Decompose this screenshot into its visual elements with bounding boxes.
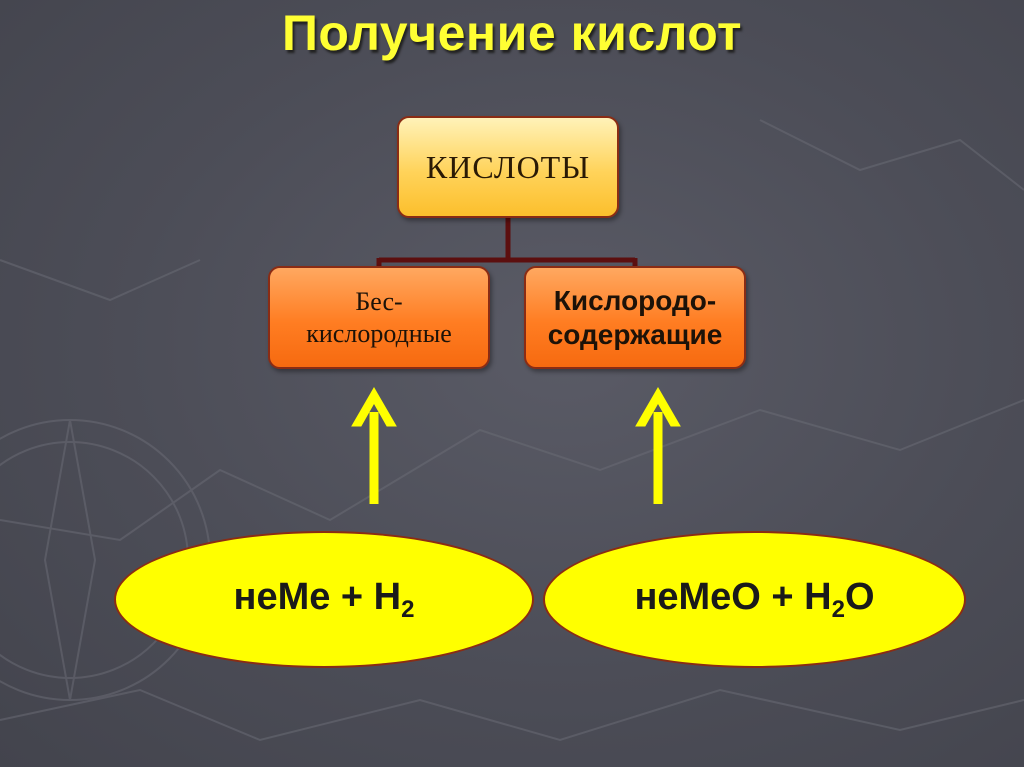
node-line: содержащие	[547, 318, 723, 350]
nonmetal-hydrogen-source: неМе + H2	[114, 531, 534, 668]
page-title: Получение кислот	[281, 5, 743, 61]
nonmetal-oxide-water-source: неМеО + H2O	[543, 531, 966, 668]
formula-subscript: 2	[401, 595, 415, 623]
formula-text: неМеО + H	[634, 575, 832, 618]
formula-tail: O	[844, 575, 875, 618]
acids-root-node: КИСЛОТЫ	[397, 116, 619, 218]
oxygen-free-acids-node: Бес- кислородные	[268, 266, 490, 369]
formula-text: неМе + H	[233, 575, 402, 618]
node-line: кислородные	[306, 318, 452, 348]
node-line: Бес-	[355, 287, 403, 317]
left-arrow-head	[351, 387, 397, 427]
node-line: Кислородо-	[553, 284, 717, 316]
right-arrow-head	[635, 387, 681, 427]
formula-subscript: 2	[831, 595, 845, 623]
oxygen-containing-acids-node: Кислородо- содержащие	[524, 266, 746, 369]
